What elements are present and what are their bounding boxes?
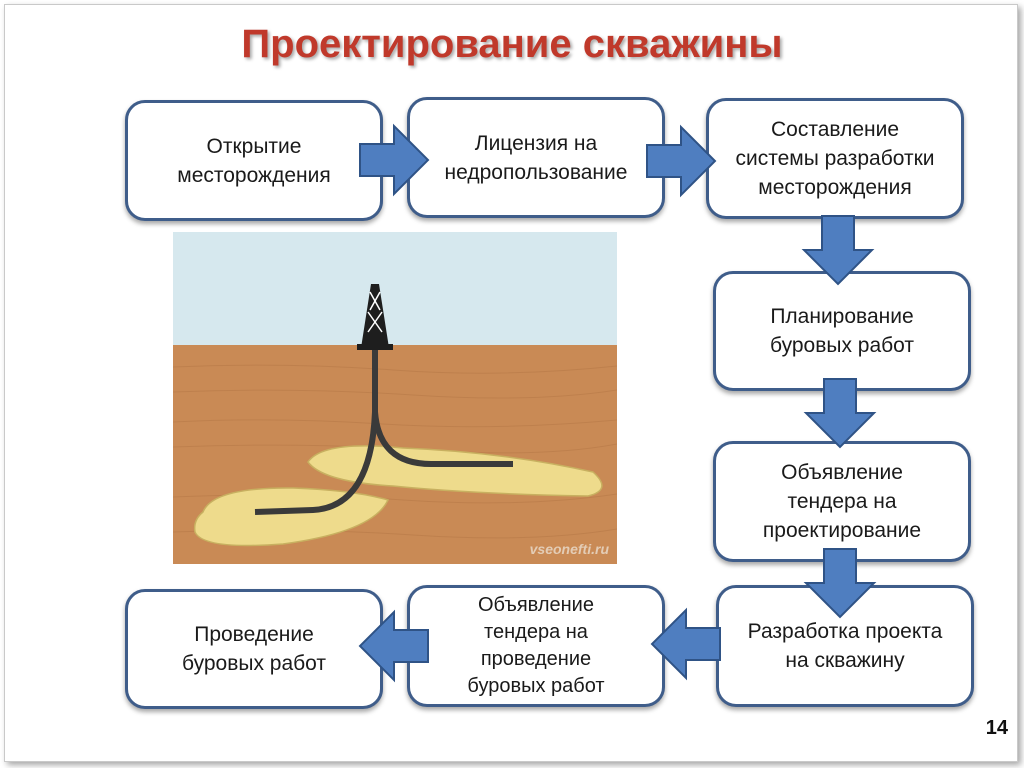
arrow-right-icon <box>646 124 717 198</box>
step-label: Разработка проекта на скважину <box>747 620 943 672</box>
step-box-drilling-operations: Проведение буровых работ <box>125 589 383 709</box>
arrow-right-icon <box>359 123 430 197</box>
arrow-left-icon <box>358 609 429 683</box>
arrow-down-icon <box>803 548 877 619</box>
page-title: Проектирование скважины <box>241 22 783 66</box>
step-box-subsoil-license: Лицензия на недропользование <box>407 97 665 218</box>
step-label: Планирование буровых работ <box>770 305 914 357</box>
arrow-down-icon <box>803 378 877 449</box>
arrow-down-icon <box>801 215 875 286</box>
drilling-rig-icon <box>357 284 393 350</box>
step-label: Проведение буровых работ <box>182 623 326 675</box>
well-illustration: vseonefti.ru <box>173 232 617 564</box>
step-box-development-system: Составление системы разработки месторожд… <box>706 98 964 219</box>
sky <box>173 232 617 345</box>
watermark: vseonefti.ru <box>530 541 610 557</box>
step-box-drilling-planning: Планирование буровых работ <box>713 271 971 391</box>
arrow-left-icon <box>650 607 721 681</box>
step-label: Объявление тендера на проектирование <box>762 461 922 542</box>
step-label: Лицензия на недропользование <box>444 131 628 184</box>
page-number: 14 <box>985 717 1008 739</box>
step-box-design-tender: Объявление тендера на проектирование <box>713 441 971 562</box>
step-label: Открытие месторождения <box>177 134 331 187</box>
step-box-drilling-tender: Объявление тендера на проведение буровых… <box>407 585 665 707</box>
wellbore-lower <box>254 411 378 515</box>
step-box-field-discovery: Открытие месторождения <box>125 100 383 221</box>
step-label: Объявление тендера на проведение буровых… <box>467 594 605 697</box>
step-label: Составление системы разработки месторожд… <box>735 118 935 199</box>
